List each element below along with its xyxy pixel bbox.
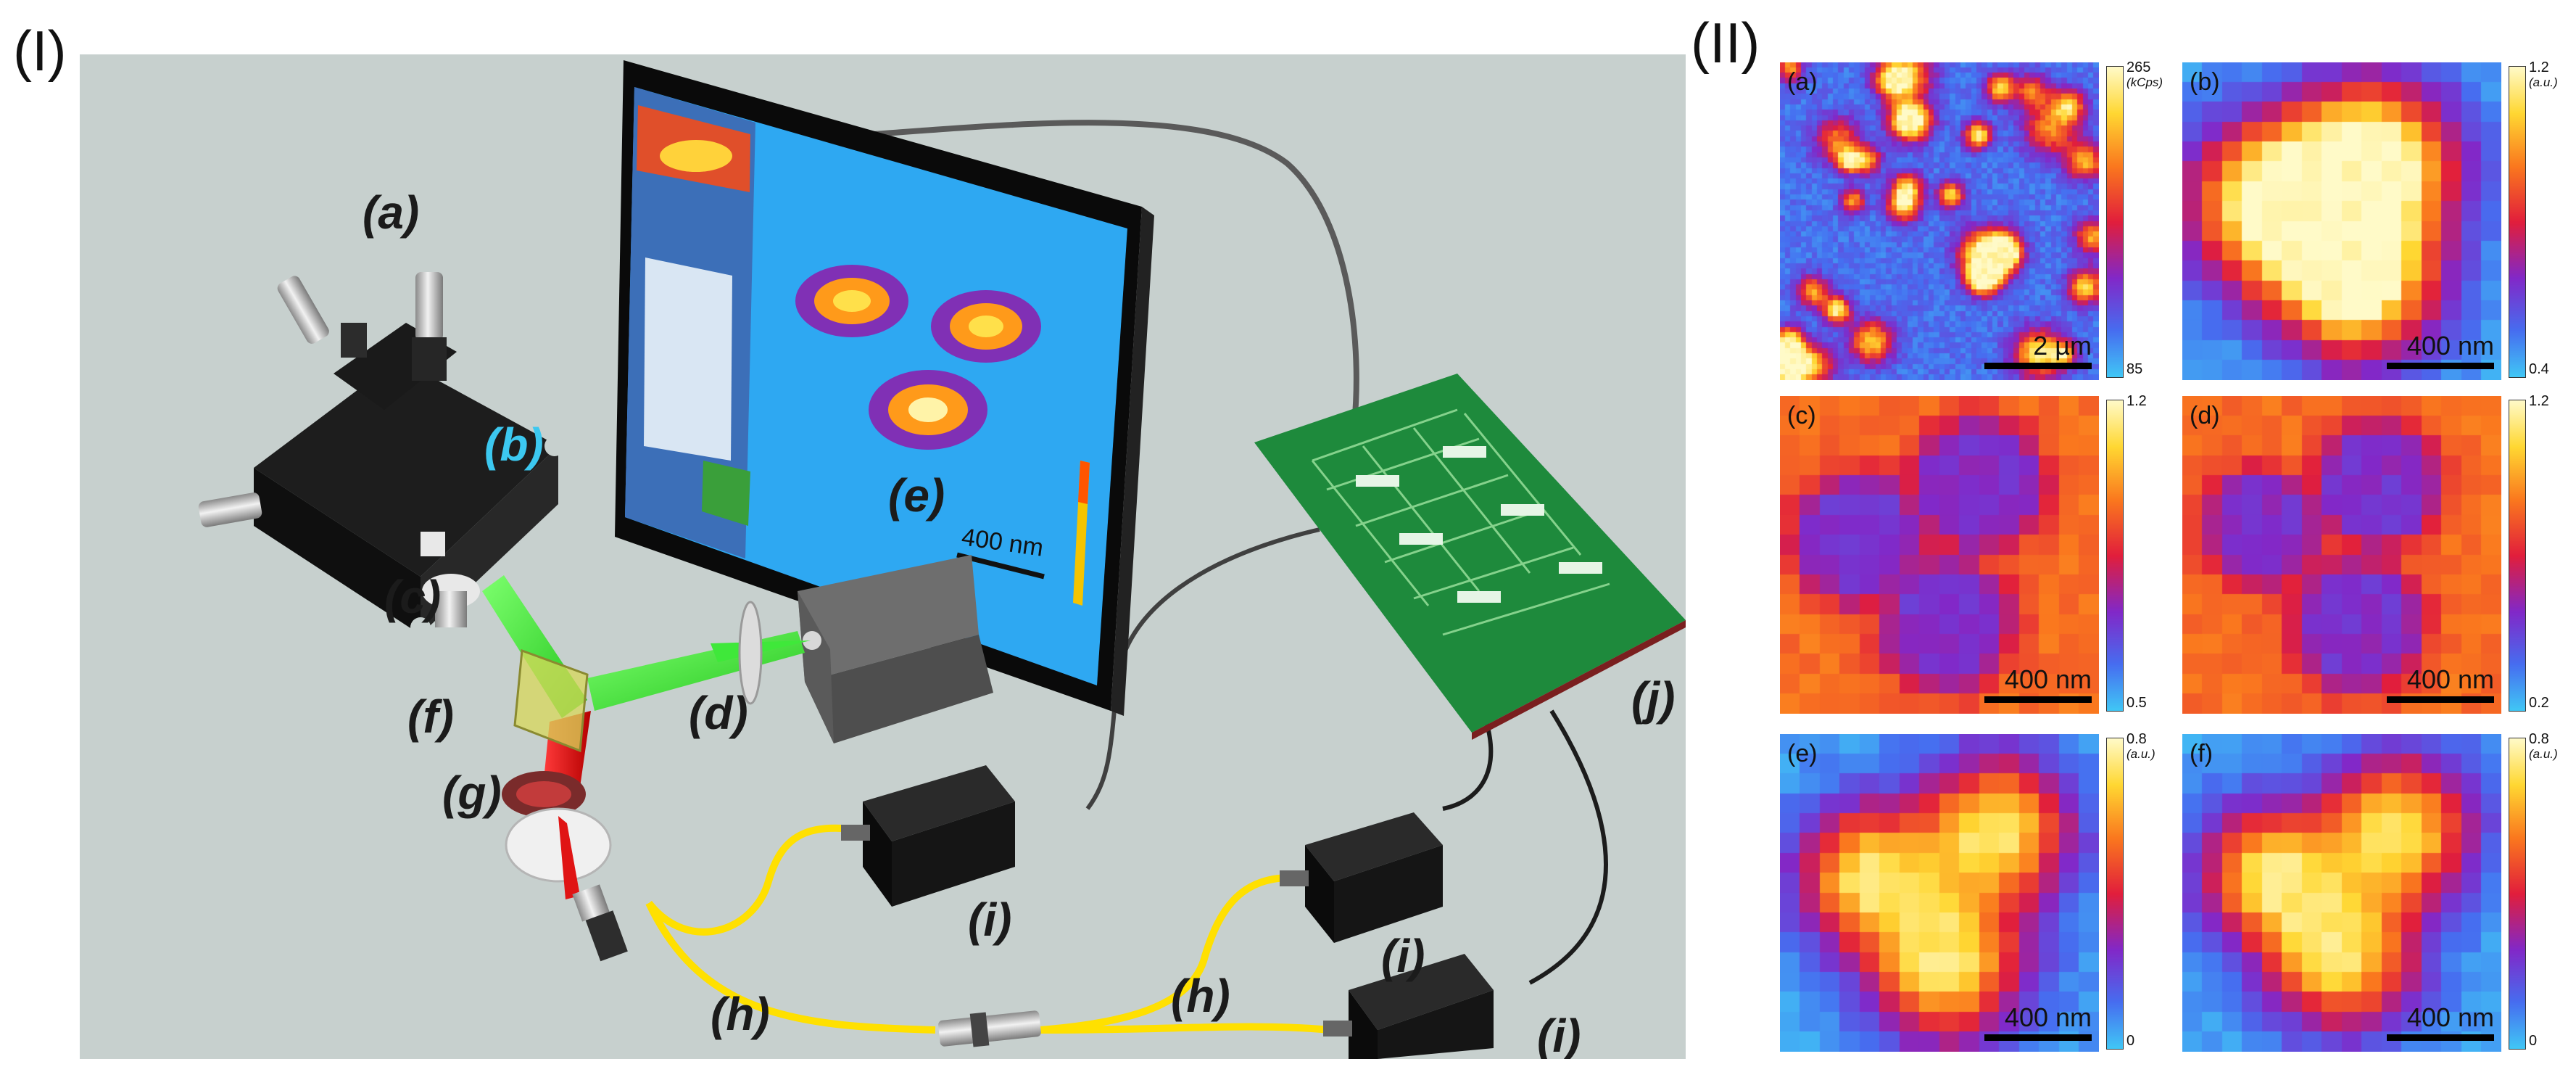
dichroic-mirror (513, 648, 589, 753)
heatmap-image (1780, 396, 2099, 714)
colorbar-min: 85 (2126, 361, 2143, 377)
setup-illustration: 400 nm (80, 54, 1686, 1059)
label-a: (a) (363, 186, 419, 239)
detector-3 (1323, 954, 1494, 1059)
label-d: (d) (689, 687, 748, 739)
monitor: 400 nm (615, 60, 1154, 716)
image-panel-2: (b) 400 nm 1.2 (a.u.) 0.4 (2182, 59, 2576, 380)
colorbar-max: 0.8 (2529, 731, 2549, 747)
part-label-i: (I) (13, 19, 67, 83)
scale-bar-text: 400 nm (2406, 664, 2494, 694)
scale-bar (2387, 1034, 2494, 1041)
scale-bar-text: 400 nm (2004, 1002, 2092, 1032)
image-panel-1: (a) 2 µm 265 (kCps) 85 (1780, 59, 2222, 380)
detector-1 (841, 765, 1015, 907)
panel-letter: (b) (2190, 68, 2220, 96)
colorbar-unit: (kCps) (2126, 75, 2163, 89)
image-panel-6: (f) 400 nm 0.8 (a.u.) 0 (2182, 731, 2576, 1052)
laser-source (798, 555, 993, 743)
label-h2: (h) (1171, 970, 1230, 1022)
colorbar (2106, 400, 2124, 712)
colorbar-unit: (a.u.) (2529, 75, 2558, 89)
detector-2 (1280, 812, 1443, 943)
image-panel-5: (e) 400 nm 0.8 (a.u.) 0 (1780, 731, 2222, 1052)
colorbar-max: 1.2 (2126, 393, 2147, 409)
scale-bar (1984, 1034, 2092, 1041)
scale-bar (1984, 696, 2092, 703)
label-i1: (i) (968, 894, 1011, 946)
colorbar (2509, 66, 2526, 378)
image-panel-4: (d) 400 nm 1.2 0.2 (2182, 393, 2576, 714)
pcb-board (1254, 374, 1686, 740)
heatmap-image (2182, 396, 2501, 714)
panel-letter: (e) (1787, 740, 1818, 767)
colorbar-max: 0.8 (2126, 731, 2147, 747)
scale-bar-text: 400 nm (2406, 331, 2494, 360)
label-i3: (i) (1537, 1010, 1581, 1059)
colorbar-max: 1.2 (2529, 393, 2549, 409)
label-g: (g) (442, 767, 502, 819)
heatmap-image (1780, 62, 2099, 380)
colorbar-max: 265 (2126, 59, 2151, 75)
panel-letter: (f) (2190, 740, 2213, 767)
colorbar-min: 0 (2126, 1033, 2135, 1049)
label-e: (e) (888, 469, 945, 522)
colorbar-unit: (a.u.) (2529, 747, 2558, 761)
colorbar-min: 0.5 (2126, 695, 2147, 711)
panel-letter: (a) (1787, 68, 1818, 96)
scale-bar (2387, 363, 2494, 369)
colorbar-min: 0.4 (2529, 361, 2549, 377)
scale-bar (2387, 696, 2494, 703)
fiber-coupler (938, 1010, 1041, 1047)
label-f: (f) (407, 691, 454, 743)
part-label-ii: (II) (1691, 11, 1760, 75)
scale-bar-text: 400 nm (2004, 664, 2092, 694)
colorbar-max: 1.2 (2529, 59, 2549, 75)
label-c: (c) (384, 571, 441, 623)
scale-bar-text: 2 µm (2033, 331, 2092, 360)
panel-letter: (d) (2190, 402, 2220, 429)
heatmap-image (1780, 734, 2099, 1052)
scale-bar-text: 400 nm (2406, 1002, 2494, 1032)
microscope-stage (198, 272, 565, 638)
heatmap-image (2182, 734, 2501, 1052)
label-i2: (i) (1381, 930, 1425, 982)
colorbar-min: 0 (2529, 1033, 2538, 1049)
panel-letter: (c) (1787, 402, 1816, 429)
image-panel-3: (c) 400 nm 1.2 0.5 (1780, 393, 2222, 714)
label-h1: (h) (711, 988, 770, 1040)
scale-bar (1984, 363, 2092, 369)
colorbar (2509, 400, 2526, 712)
colorbar (2106, 738, 2124, 1050)
heatmap-image (2182, 62, 2501, 380)
colorbar (2509, 738, 2526, 1050)
fiber-connector (572, 884, 628, 962)
colorbar-unit: (a.u.) (2126, 747, 2155, 761)
colorbar (2106, 66, 2124, 378)
colorbar-min: 0.2 (2529, 695, 2549, 711)
label-j: (j) (1631, 672, 1675, 725)
label-b: (b) (484, 419, 544, 471)
